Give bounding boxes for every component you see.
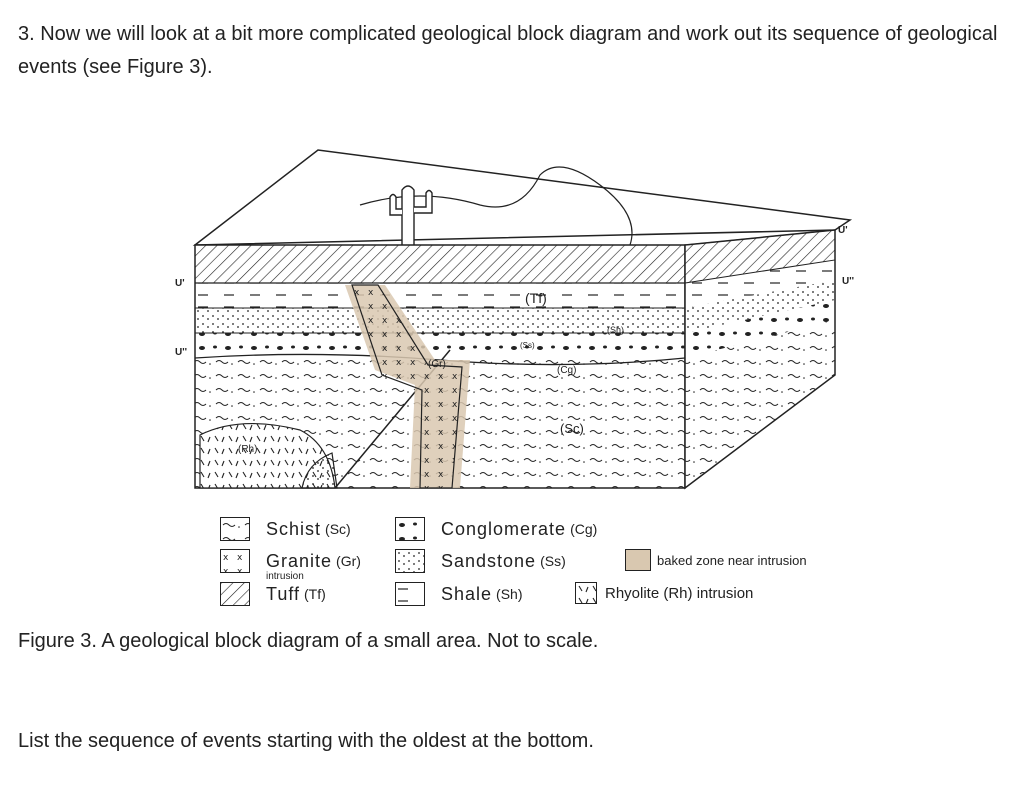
label-tf: (Tf) — [525, 290, 547, 306]
legend-conglomerate-label: Conglomerate — [441, 518, 567, 539]
shale-swatch — [395, 582, 425, 606]
label-u2-right: U'' — [842, 276, 854, 287]
legend-schist-label: Schist — [266, 518, 322, 539]
label-gr: (Gr) — [428, 359, 446, 370]
schist-swatch — [220, 517, 250, 541]
legend-schist-abbr: (Sc) — [325, 521, 351, 537]
label-sc: (Sc) — [560, 421, 584, 436]
legend-sandstone-label: Sandstone — [441, 550, 537, 571]
legend-schist: Schist (Sc) — [220, 517, 351, 541]
label-ss: (Ss) — [520, 341, 535, 350]
label-u2-left: U'' — [175, 347, 187, 358]
rhyolite-swatch — [575, 582, 597, 604]
rhyolite-plug — [301, 452, 338, 489]
legend-conglomerate: Conglomerate (Cg) — [395, 517, 597, 541]
conglomerate-swatch — [395, 517, 425, 541]
legend-tuff-label: Tuff — [266, 583, 301, 604]
legend-tuff: Tuff (Tf) — [220, 582, 326, 606]
legend-baked-label: baked zone near intrusion — [657, 552, 807, 568]
legend: Schist (Sc) Granite (Gr) intrusion Tuff … — [220, 512, 840, 612]
legend-tuff-abbr: (Tf) — [304, 586, 326, 602]
cactus-icon — [389, 185, 433, 245]
figure-caption: Figure 3. A geological block diagram of … — [18, 630, 599, 652]
sandstone-swatch — [395, 549, 425, 573]
question-text: 3. Now we will look at a bit more compli… — [18, 23, 998, 78]
legend-shale: Shale (Sh) — [395, 582, 523, 606]
legend-granite-label: Granite — [266, 550, 333, 571]
label-sh: (Sh) — [607, 325, 624, 335]
legend-shale-abbr: (Sh) — [496, 586, 523, 602]
shale-layer — [195, 283, 685, 308]
legend-sandstone-abbr: (Ss) — [540, 553, 566, 569]
legend-granite: Granite (Gr) intrusion — [220, 549, 361, 582]
block-diagram: x (Tf) (Sh) (Ss) (Gr) (Cg) — [175, 149, 854, 490]
label-u1-right: U' — [838, 225, 848, 236]
legend-shale-label: Shale — [441, 583, 493, 604]
legend-rhyolite-label: Rhyolite (Rh) intrusion — [605, 584, 754, 602]
granite-intrusion — [351, 284, 463, 489]
legend-conglomerate-abbr: (Cg) — [570, 521, 598, 537]
baked-swatch — [625, 549, 651, 571]
legend-granite-abbr: (Gr) — [336, 553, 361, 569]
conglomerate-layer — [195, 333, 685, 358]
instruction-text: List the sequence of events starting wit… — [18, 730, 594, 752]
tuff-swatch — [220, 582, 250, 606]
granite-swatch — [220, 549, 250, 573]
tuff-layer — [195, 245, 685, 283]
label-cg: (Cg) — [557, 365, 576, 376]
label-rh: (Rh) — [238, 444, 257, 455]
legend-granite-note: intrusion — [266, 571, 304, 582]
label-u1-left: U' — [175, 278, 185, 289]
legend-baked: baked zone near intrusion — [625, 549, 807, 571]
legend-rhyolite: Rhyolite (Rh) intrusion — [575, 582, 753, 604]
legend-sandstone: Sandstone (Ss) — [395, 549, 566, 573]
sandstone-layer — [195, 308, 685, 333]
